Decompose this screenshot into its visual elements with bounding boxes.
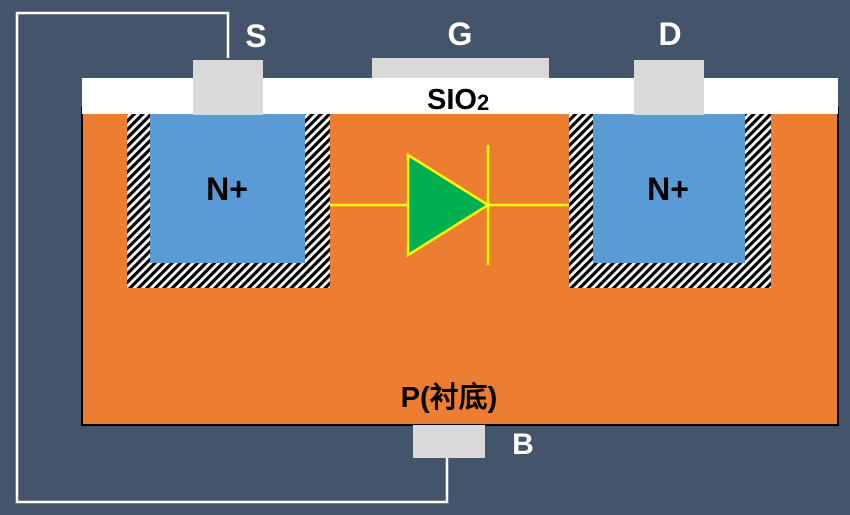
gate-terminal-label: G (448, 16, 473, 52)
drain-terminal-label: D (658, 16, 681, 52)
source-contact (193, 60, 263, 115)
p-substrate-label: P(衬底) (401, 381, 498, 414)
left-n-plus-well (150, 108, 305, 263)
source-terminal-label: S (245, 18, 266, 54)
sio2-label: SIO2 (427, 84, 489, 116)
sio2-label-subscript: 2 (477, 90, 489, 115)
parasitic-diode-symbol (330, 145, 569, 265)
left-n-plus-label: N+ (206, 171, 248, 207)
diode-anode-triangle (406, 152, 491, 258)
body-contact (413, 425, 485, 458)
sio2-label-main: SIO (427, 84, 477, 116)
drain-contact (634, 60, 704, 115)
body-terminal-label: B (512, 428, 534, 461)
source-body-wire (15, 11, 449, 504)
gate-contact (372, 58, 549, 78)
right-n-plus-label: N+ (647, 171, 689, 207)
right-n-plus-well (593, 108, 745, 263)
